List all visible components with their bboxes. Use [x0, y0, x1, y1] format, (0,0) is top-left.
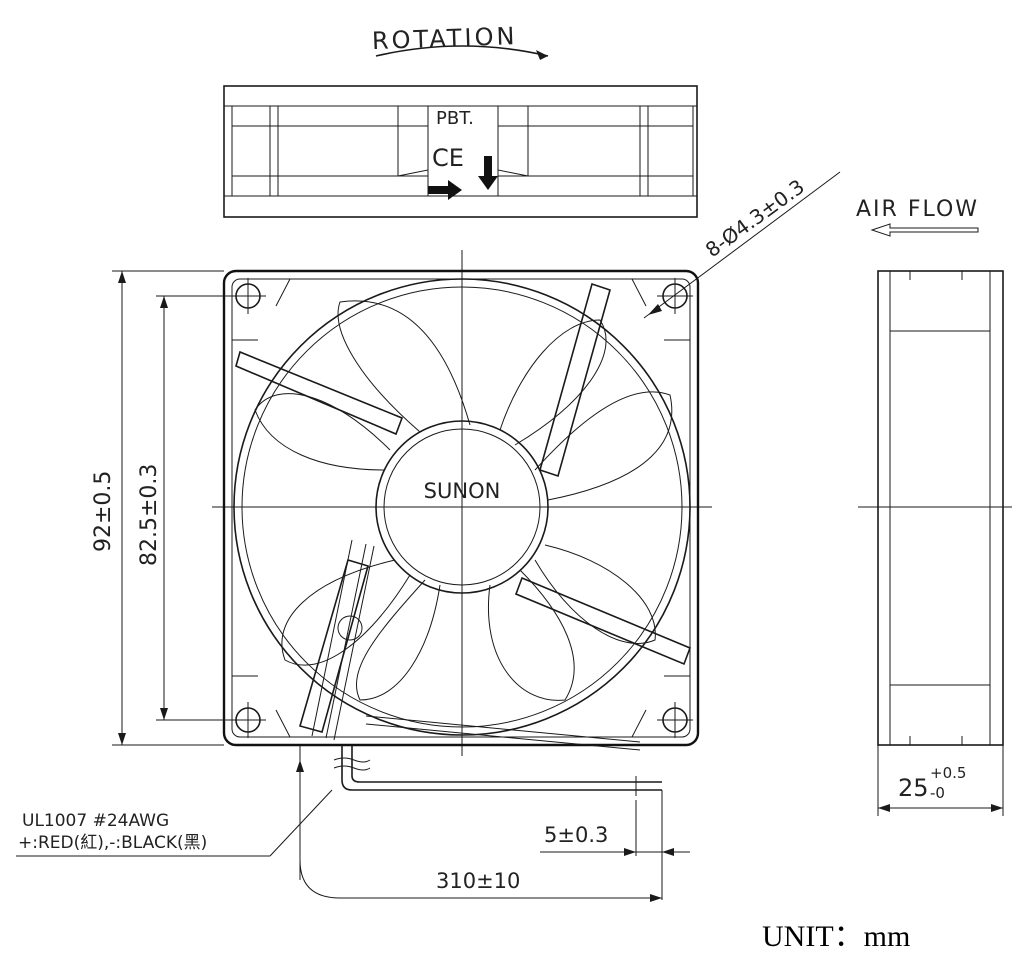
thickness-upper-tol: +0.5: [930, 764, 966, 782]
lead-length-label: 310±10: [436, 869, 520, 893]
outer-height-label: 92±0.5: [91, 471, 116, 552]
fan-hub: [375, 420, 549, 594]
wire-colors-label: +:RED(紅),-:BLACK(黑): [18, 833, 207, 853]
dimension-wire: 5±0.3 310±10 UL1007 #24AWG +:RED(紅),-:BL…: [16, 745, 690, 902]
side-view: AIR FLOW 25 +0.5 -0: [856, 197, 1012, 816]
rotation-label: ROTATION: [371, 22, 517, 55]
dimension-holes: 8-Ø4.3±0.3: [643, 171, 841, 319]
wire-channel: [311, 539, 641, 751]
unit-label: UNIT：mm: [762, 920, 910, 953]
rotation-arrow-icon: [375, 45, 549, 57]
top-view: ROTATION PBT. CE: [223, 22, 698, 218]
top-view-body: [223, 85, 698, 218]
thickness-label: 25: [898, 774, 929, 802]
arrow-down-icon: [478, 156, 498, 190]
front-view: SUNON: [212, 250, 712, 796]
fan-venturi: [233, 278, 691, 736]
wire-spec-label: UL1007 #24AWG: [22, 811, 169, 831]
brand-label: SUNON: [424, 479, 501, 503]
air-flow-label: AIR FLOW: [856, 197, 979, 222]
material-label: PBT.: [436, 108, 474, 129]
thickness-lower-tol: -0: [930, 784, 945, 802]
arrow-left-icon: [870, 223, 979, 237]
hole-pitch-label: 82.5±0.3: [137, 464, 162, 566]
dimension-hole-pitch: 82.5±0.3: [137, 295, 248, 721]
side-view-body: [877, 270, 1004, 746]
frame-spokes: [235, 282, 692, 733]
strip-length-label: 5±0.3: [544, 823, 608, 847]
holes-label: 8-Ø4.3±0.3: [701, 174, 809, 262]
dimension-outer-height: 92±0.5: [91, 270, 224, 746]
fan-frame: [222, 269, 700, 747]
rotation-arrowhead: [536, 50, 548, 60]
ce-mark: CE: [432, 144, 464, 172]
rotation-direction-icon: [428, 180, 462, 200]
lead-wires: [333, 745, 662, 796]
